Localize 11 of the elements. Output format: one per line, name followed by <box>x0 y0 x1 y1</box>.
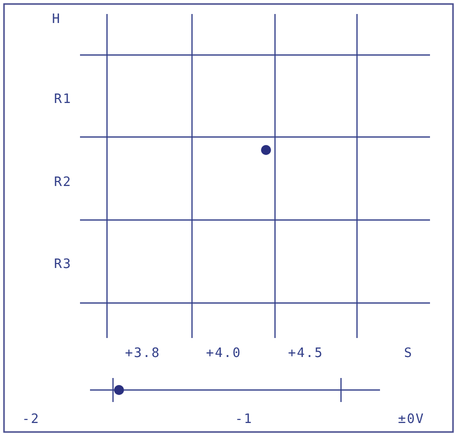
axis-label: H <box>52 12 61 27</box>
axis-label: S <box>404 346 413 361</box>
scale-label: -1 <box>235 412 253 427</box>
tick-label: +3.8 <box>125 346 160 361</box>
row-label: R3 <box>54 257 72 272</box>
scale-label: ±0V <box>398 412 424 427</box>
tick-label: +4.0 <box>206 346 242 361</box>
tick-label: +4.5 <box>288 346 324 361</box>
row-label: R2 <box>54 175 72 190</box>
row-label: R1 <box>54 92 72 107</box>
scale-label: -2 <box>22 412 40 427</box>
